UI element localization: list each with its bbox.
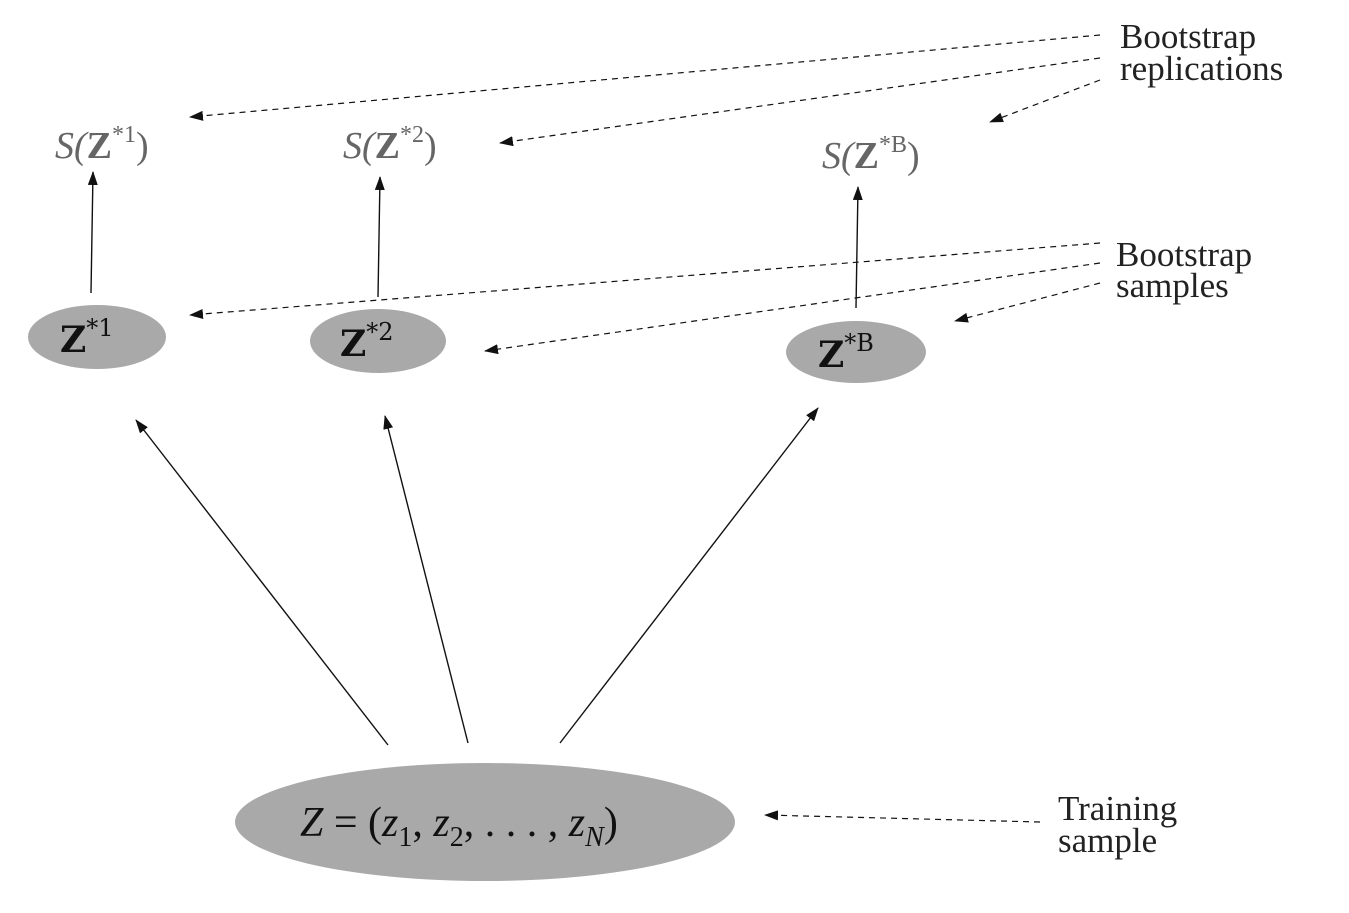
pointer-samples-1 <box>189 242 1101 319</box>
bootstrap-sample-1: Z*1 <box>28 305 166 369</box>
pointer-training <box>764 810 1041 823</box>
label-training-sample: Training sample <box>1058 789 1186 860</box>
pointer-samples-B <box>954 282 1101 323</box>
arrow-sample-B-to-statistic <box>852 186 863 309</box>
bootstrap-sample-B: Z*B <box>786 321 926 383</box>
arrow-sample-2-to-statistic <box>374 176 385 298</box>
bootstrap-sample-2: Z*2 <box>310 309 446 373</box>
statistic-2: S(Z*2) <box>343 122 437 167</box>
statistic-B: S(Z*B) <box>822 132 920 177</box>
pointer-replications-1 <box>189 34 1101 121</box>
label-bootstrap-samples: Bootstrap samples <box>1116 235 1261 305</box>
arrow-sample-1-to-statistic <box>87 171 98 294</box>
svg-text:Z*B: Z*B <box>818 329 874 376</box>
arrow-training-to-sample-B <box>559 407 819 744</box>
label-bootstrap-replications: Bootstrap replications <box>1120 17 1283 88</box>
pointer-samples-2 <box>484 262 1101 355</box>
arrow-training-to-sample-2 <box>383 415 469 744</box>
svg-text:Z*2: Z*2 <box>340 318 394 365</box>
svg-text:Z*1: Z*1 <box>60 314 114 361</box>
pointer-replications-2 <box>499 57 1101 147</box>
arrow-training-to-sample-1 <box>135 419 389 746</box>
pointer-replications-B <box>989 79 1101 123</box>
svg-text:Z = (z1, z2, . . . , zN): Z = (z1, z2, . . . , zN) <box>300 800 618 853</box>
training-sample-node: Z = (z1, z2, . . . , zN) <box>235 763 735 881</box>
statistic-1: S(Z*1) <box>55 122 149 167</box>
